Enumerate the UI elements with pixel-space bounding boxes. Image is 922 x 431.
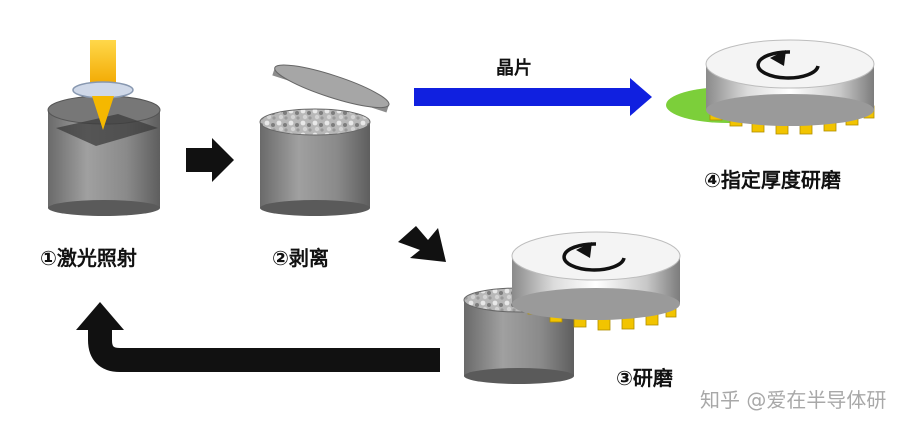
watermark: 知乎 @爱在半导体研 [700, 388, 887, 412]
wafer-arrow-label: 晶片 [496, 58, 532, 79]
grinding-wheel-4-top [705, 39, 875, 89]
rotation-icon [756, 50, 820, 80]
process-arrow-3-to-1 [76, 302, 440, 372]
wafer-arrow [414, 78, 652, 116]
step1-laser-illustration [47, 40, 161, 216]
step3-label: ③研磨 [616, 366, 673, 390]
peeled-ingot-bottom [260, 200, 370, 216]
rotation-icon [562, 242, 626, 272]
grind-ingot-bottom [464, 368, 574, 384]
process-arrow-1-to-2 [186, 138, 234, 182]
step4-grind-illustration [666, 39, 875, 135]
laser-lens [72, 81, 134, 99]
peeled-ingot-body [260, 122, 370, 208]
process-arrow-2-to-3 [398, 226, 446, 262]
step2-label: ②剥离 [272, 246, 329, 270]
wafer-flow [414, 78, 652, 116]
step3-grind-illustration [463, 231, 681, 384]
grinding-wheel-3-bottom [512, 288, 680, 320]
laser-beam-icon [90, 40, 116, 86]
ingot-bottom [48, 200, 160, 216]
grinding-wheel-4-bottom [706, 94, 874, 126]
grinding-wheel-3-top [511, 231, 681, 281]
peeled-wafer-top [274, 64, 390, 109]
step4-label: ④指定厚度研磨 [704, 168, 841, 192]
step1-label: ①激光照射 [40, 246, 137, 270]
step2-peel-illustration [259, 64, 390, 216]
modified-layer [56, 114, 158, 146]
rough-surface [259, 108, 371, 136]
laser-focus-cone [92, 96, 114, 130]
